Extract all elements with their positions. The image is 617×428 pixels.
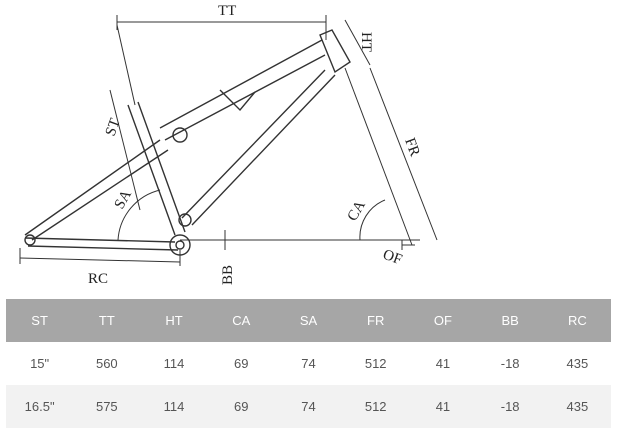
cell: 560 bbox=[95, 356, 118, 371]
cell: 114 bbox=[140, 385, 208, 428]
header-ht: HT bbox=[140, 299, 208, 342]
fr-dimension-line bbox=[369, 67, 438, 241]
header-bb: BB bbox=[476, 299, 544, 342]
cell: 512 bbox=[342, 385, 410, 428]
label-sa: SA bbox=[112, 187, 136, 212]
cell: -18 bbox=[500, 356, 520, 371]
label-ht: HT bbox=[358, 32, 374, 52]
cell: 41 bbox=[409, 385, 477, 428]
rc-dimension-line bbox=[19, 257, 181, 263]
gusset bbox=[219, 89, 256, 112]
header-ca: CA bbox=[207, 299, 275, 342]
table-header-row: ST TT HT CA SA FR OF BB RC bbox=[6, 299, 611, 342]
bike-frame bbox=[24, 29, 351, 256]
cell: 16.5" bbox=[6, 385, 74, 428]
down-tube bbox=[181, 69, 336, 226]
header-of: OF bbox=[409, 299, 477, 342]
rear-dropout bbox=[24, 234, 36, 246]
shock-mount bbox=[172, 127, 188, 143]
top-tube bbox=[159, 39, 326, 141]
cell: 74 bbox=[274, 385, 343, 428]
table-row: 15" 560 114 69 74 512 41 -18 435 bbox=[6, 342, 611, 385]
cell: 69 bbox=[207, 385, 275, 428]
cell: 114 bbox=[163, 356, 185, 371]
header-sa: SA bbox=[274, 299, 343, 342]
fork-axis-line bbox=[344, 67, 413, 246]
cell: 435 bbox=[566, 356, 589, 371]
geometry-table: ST TT HT CA SA FR OF BB RC 15" 560 114 6… bbox=[6, 299, 611, 428]
ca-arc bbox=[359, 199, 386, 241]
cell: 15" bbox=[30, 356, 50, 371]
cell: -18 bbox=[476, 385, 544, 428]
cell: 575 bbox=[73, 385, 141, 428]
st-dimension-line bbox=[109, 89, 141, 211]
cell: 69 bbox=[234, 356, 249, 371]
seatstay bbox=[24, 139, 169, 241]
label-tt: TT bbox=[218, 3, 236, 19]
ht-dimension-line bbox=[344, 19, 371, 66]
header-st: ST bbox=[6, 299, 74, 342]
head-tube bbox=[319, 29, 351, 74]
frame-geometry-diagram: TT HT ST SA FR CA OF BB RC bbox=[19, 3, 438, 287]
label-st: ST bbox=[103, 116, 124, 138]
label-fr: FR bbox=[401, 136, 422, 159]
cell: 435 bbox=[543, 385, 611, 428]
header-rc: RC bbox=[543, 299, 611, 342]
header-fr: FR bbox=[342, 299, 410, 342]
seat-tube bbox=[127, 101, 186, 236]
bottom-bracket bbox=[169, 234, 191, 256]
cell: 41 bbox=[435, 356, 451, 371]
cell: 74 bbox=[301, 356, 316, 371]
sa-arc bbox=[117, 189, 161, 241]
cell: 512 bbox=[364, 356, 387, 371]
table-row: 16.5" 575 114 69 74 512 41 -18 435 bbox=[6, 385, 611, 428]
label-of: OF bbox=[381, 247, 405, 269]
header-tt: TT bbox=[73, 299, 141, 342]
label-rc: RC bbox=[88, 271, 108, 287]
label-bb: BB bbox=[220, 265, 236, 285]
chainstay bbox=[24, 237, 179, 251]
label-ca: CA bbox=[345, 198, 369, 224]
